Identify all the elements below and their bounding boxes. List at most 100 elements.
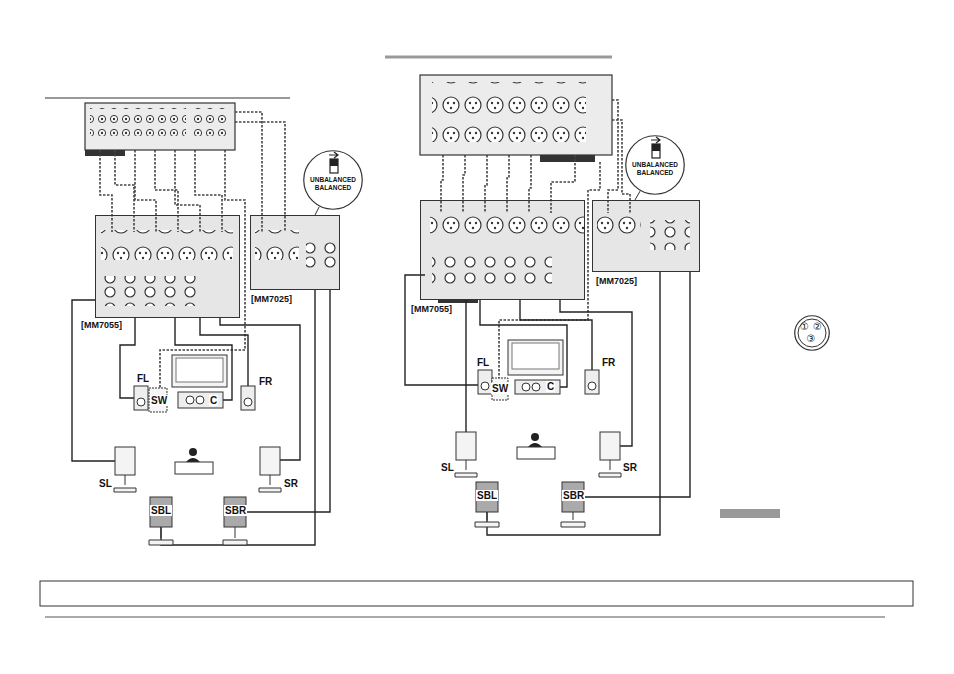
switch-knob (652, 144, 660, 151)
switch-callout: UNBALANCEDBALANCED (303, 150, 363, 210)
speaker-label: C (209, 395, 218, 406)
speaker-driver (196, 396, 204, 404)
xlr-inputs (101, 230, 233, 260)
speaker-stand (475, 512, 499, 527)
speaker-label: SL (98, 478, 113, 489)
amplifier-panel: [MM7025] (592, 200, 700, 272)
amplifier-panel: [MM7055] (420, 200, 585, 300)
front-speaker (134, 386, 148, 410)
listener-body (528, 443, 542, 447)
xlr-inputs (597, 213, 641, 243)
speaker-label: SR (283, 478, 299, 489)
preamp-panel (420, 75, 612, 155)
speaker-driver (186, 396, 194, 404)
speaker-label: SBR (562, 490, 585, 501)
speaker-label: SBL (150, 505, 172, 516)
speaker-label: C (546, 381, 555, 392)
slide-switch (652, 144, 660, 158)
speaker-stand (114, 475, 136, 492)
sofa (175, 462, 213, 474)
section-rule (385, 56, 612, 59)
speaker-label: FL (476, 357, 490, 368)
model-name: [MM7055] (81, 320, 122, 331)
amp-panel (250, 215, 340, 290)
speaker-driver (137, 398, 145, 406)
sofa (517, 447, 555, 459)
center-speaker (178, 392, 223, 408)
surround-speaker (456, 432, 476, 460)
xlr-inputs (430, 213, 584, 243)
speaker-stand (561, 512, 585, 527)
speaker-driver (522, 383, 530, 391)
model-name: [MM7025] (251, 294, 292, 305)
back-speaker (150, 497, 172, 527)
amplifier-panel: [MM7025] (250, 215, 340, 290)
amp-panel (420, 200, 585, 300)
tv-screen (512, 343, 559, 369)
speaker-stand (259, 475, 281, 492)
listener-head (189, 448, 197, 456)
surround-speaker (600, 432, 620, 460)
switch-callout: UNBALANCEDBALANCED (625, 135, 685, 195)
speaker-stand (223, 527, 247, 545)
pin-number: ② (813, 321, 822, 332)
surround-speaker (115, 447, 135, 475)
speaker-driver (588, 382, 596, 390)
speaker-label: SBL (476, 490, 498, 501)
back-speaker (476, 482, 498, 512)
pin-number: ① (800, 321, 809, 332)
speaker-terminals (103, 276, 203, 306)
speaker-stand (599, 460, 621, 477)
panel-foot (85, 150, 125, 156)
rca-jacks (90, 108, 186, 136)
grey-bar (720, 509, 780, 518)
speaker-wire (405, 272, 690, 535)
switch-knob (330, 159, 338, 166)
speaker-label: SL (440, 462, 455, 473)
note-box (40, 581, 913, 606)
preamp-panel (85, 103, 235, 150)
xlr-outputs (432, 82, 586, 142)
speaker-label: FR (258, 376, 273, 387)
speaker-label: SR (622, 462, 638, 473)
speaker-wire (72, 290, 330, 545)
footer-rule (45, 617, 885, 618)
model-name: [MM7025] (596, 276, 637, 287)
speaker-driver (532, 383, 540, 391)
switch-position: UNBALANCED (303, 176, 363, 184)
speaker-terminals (650, 220, 690, 250)
speaker-label: FR (601, 357, 616, 368)
model-name: [MM7055] (411, 304, 452, 315)
speaker-label: SW (150, 395, 168, 406)
switch-arrow (329, 152, 338, 158)
signal-cable (100, 112, 285, 388)
rca-jacks (192, 108, 228, 136)
switch-position: UNBALANCED (625, 161, 685, 169)
surround-speaker (260, 447, 280, 475)
tv-icon (508, 340, 563, 375)
amplifier-panel: [MM7055] (95, 215, 240, 318)
listener-head (531, 433, 539, 441)
slide-switch (330, 159, 338, 173)
leader-line (635, 191, 640, 200)
tv-screen (176, 358, 223, 382)
speaker-stand (149, 527, 173, 545)
front-speaker (241, 386, 255, 410)
pin-number: ③ (807, 333, 816, 344)
circle-outline (798, 319, 826, 347)
circle-outline (626, 136, 685, 195)
circle-outline (304, 151, 363, 210)
switch-position: BALANCED (625, 169, 685, 177)
speaker-stand (455, 460, 477, 477)
panel-foot (438, 300, 478, 303)
circle-outline (795, 316, 830, 351)
switch-position: BALANCED (303, 184, 363, 192)
speaker-terminals (306, 240, 336, 270)
speaker-driver (481, 382, 489, 390)
speaker-driver (244, 398, 252, 406)
front-speaker (585, 370, 599, 394)
switch-arrow (651, 137, 660, 143)
speaker-label: SBR (224, 505, 247, 516)
